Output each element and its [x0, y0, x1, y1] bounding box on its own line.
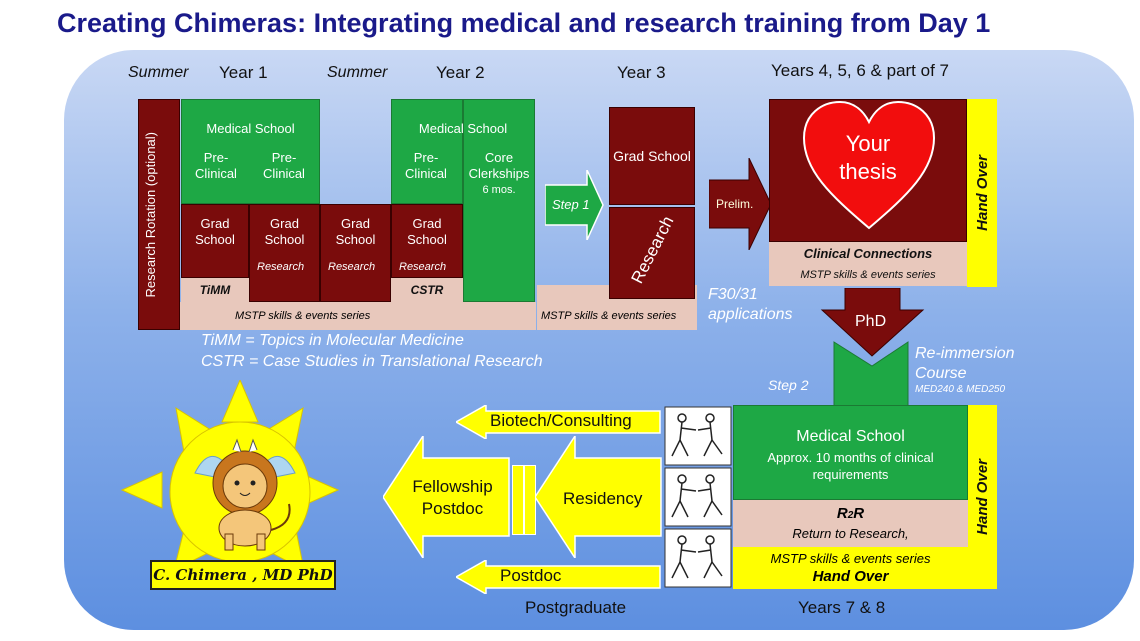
residency-arrow: [535, 436, 662, 558]
mstp-label-final: MSTP skills & events series: [770, 551, 931, 566]
research-rotation: Research Rotation (optional): [138, 99, 180, 330]
grad-school-1-label: Grad School: [195, 216, 235, 247]
relay-runners: [664, 406, 732, 588]
grad-school-2-label: Grad School: [264, 216, 305, 247]
step2-label: Step 2: [768, 377, 809, 393]
mstp-bar-y12: [180, 302, 536, 330]
f30-applications: F30/31 applications: [708, 286, 793, 323]
lion-icon: [194, 438, 296, 551]
clinical-months: Approx. 10 months of clinical requiremen…: [767, 450, 934, 482]
header-summer-2: Summer: [327, 64, 388, 81]
step1-label: Step 1: [552, 197, 590, 212]
med-school-y2a: [391, 99, 463, 204]
med-school-y2-label: Medical School: [418, 121, 508, 136]
med-school-final: [733, 405, 968, 500]
pre-clinical-1: Pre- Clinical: [195, 150, 237, 181]
header-postgraduate: Postgraduate: [525, 598, 627, 617]
mstp-label-y12: MSTP skills & events series: [235, 310, 371, 322]
header-years-7-8: Years 7 & 8: [798, 598, 886, 617]
reimmersion-arrow: [833, 341, 909, 407]
research-label-3: Research: [399, 261, 447, 273]
header-summer-1: Summer: [128, 64, 189, 81]
cstr-box: CSTR: [391, 278, 463, 302]
prelim-arrow: [709, 158, 771, 250]
header-year-2: Year 2: [436, 63, 485, 82]
fellowship-label: Fellowship Postdoc: [412, 477, 493, 518]
postdoc-arrow: [456, 560, 661, 594]
grad-school-y3: Grad School: [609, 107, 695, 205]
thesis-label: Your thesis: [839, 131, 897, 184]
grad-school-4: [391, 204, 463, 278]
med-school-y1: [181, 99, 320, 204]
step1-arrow: [545, 170, 604, 240]
grad-school-3-label: Grad School: [335, 216, 376, 247]
research-label-2: Research: [328, 261, 376, 273]
header-year-1: Year 1: [219, 63, 268, 82]
biotech-label: Biotech/Consulting: [490, 411, 632, 430]
med-school-y1-label: Medical School: [206, 121, 295, 136]
hand-over-bottom: Hand Over: [812, 568, 889, 585]
postdoc-label: Postdoc: [500, 566, 562, 585]
grad-school-3: [320, 204, 391, 302]
grad-school-4-label: Grad School: [407, 216, 447, 247]
signature-box: C. Chimera , MD PhD: [150, 560, 336, 590]
fellowship-arrow: [383, 436, 510, 558]
core-clerkships-box: [463, 99, 535, 302]
timm-box: TiMM: [181, 278, 249, 302]
timm-definition: TiMM = Topics in Molecular Medicine: [201, 332, 464, 349]
cstr-definition: CSTR = Case Studies in Translational Res…: [201, 353, 543, 370]
header-year-3: Year 3: [617, 63, 666, 82]
hand-over-thesis: Hand Over: [967, 99, 997, 287]
hand-over-final: Hand Over: [968, 405, 997, 589]
heart-icon: [802, 100, 936, 230]
biotech-arrow: [456, 405, 661, 439]
grad-school-2: [249, 204, 320, 302]
page-title: Creating Chimeras: Integrating medical a…: [57, 8, 991, 38]
divider-bar-1: [512, 465, 524, 535]
final-yellow-bar: [733, 547, 968, 589]
divider-bar-2: [524, 465, 536, 535]
research-y3: [609, 207, 695, 299]
residency-label: Residency: [563, 489, 643, 508]
phd-arrow: [820, 288, 925, 357]
reimmersion-courses: MED240 & MED250: [915, 384, 1006, 395]
r2r-box: [733, 500, 968, 547]
grad-school-1: [181, 204, 249, 278]
mstp-label-y3: MSTP skills & events series: [541, 310, 677, 322]
core-clerkships-label: Core Clerkships: [468, 150, 530, 181]
pre-clinical-2: Pre- Clinical: [263, 150, 305, 181]
return-to-research: Return to Research,: [792, 526, 909, 541]
phd-label: PhD: [855, 313, 887, 330]
mstp-label-thesis: MSTP skills & events series: [769, 264, 967, 286]
core-duration: 6 mos.: [482, 184, 516, 196]
header-years-4-7: Years 4, 5, 6 & part of 7: [771, 61, 949, 80]
reimmersion-label: Re-immersion Course: [915, 345, 1015, 382]
pre-clinical-3: Pre- Clinical: [405, 150, 447, 181]
prelim-label: Prelim.: [716, 197, 754, 211]
clinical-connections: Clinical Connections: [769, 242, 967, 264]
r2r-label: R2R: [836, 505, 865, 522]
research-label-1: Research: [257, 261, 305, 273]
med-school-final-label: Medical School: [796, 428, 905, 445]
